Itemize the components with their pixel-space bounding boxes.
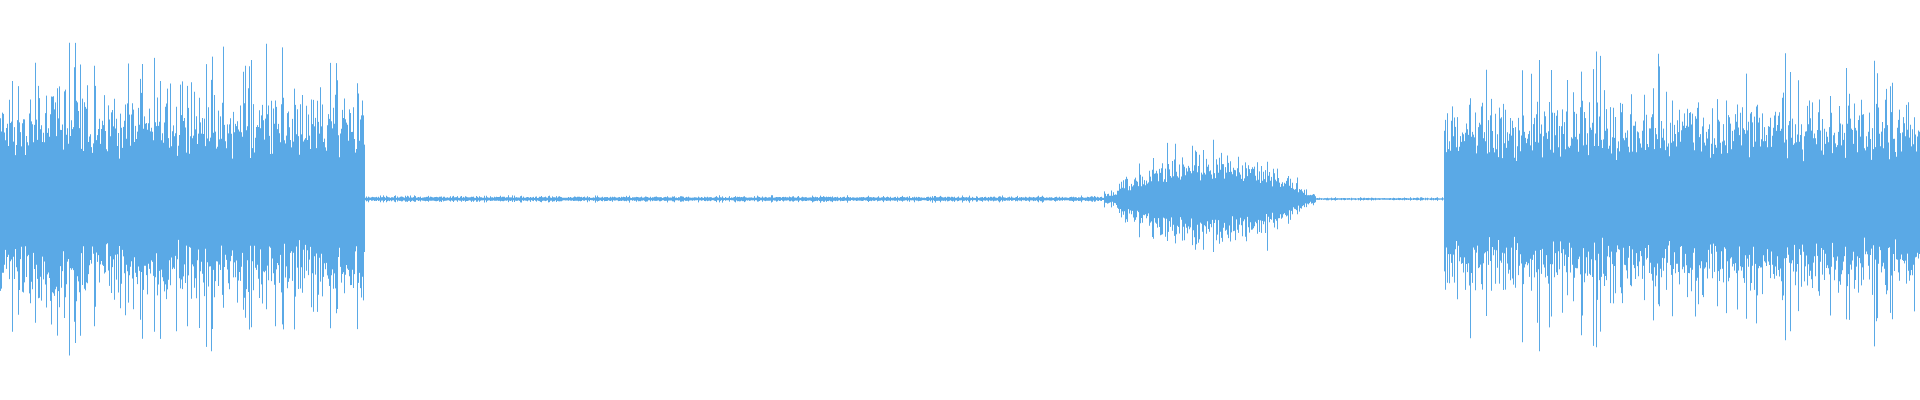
waveform-bars <box>0 42 1920 356</box>
